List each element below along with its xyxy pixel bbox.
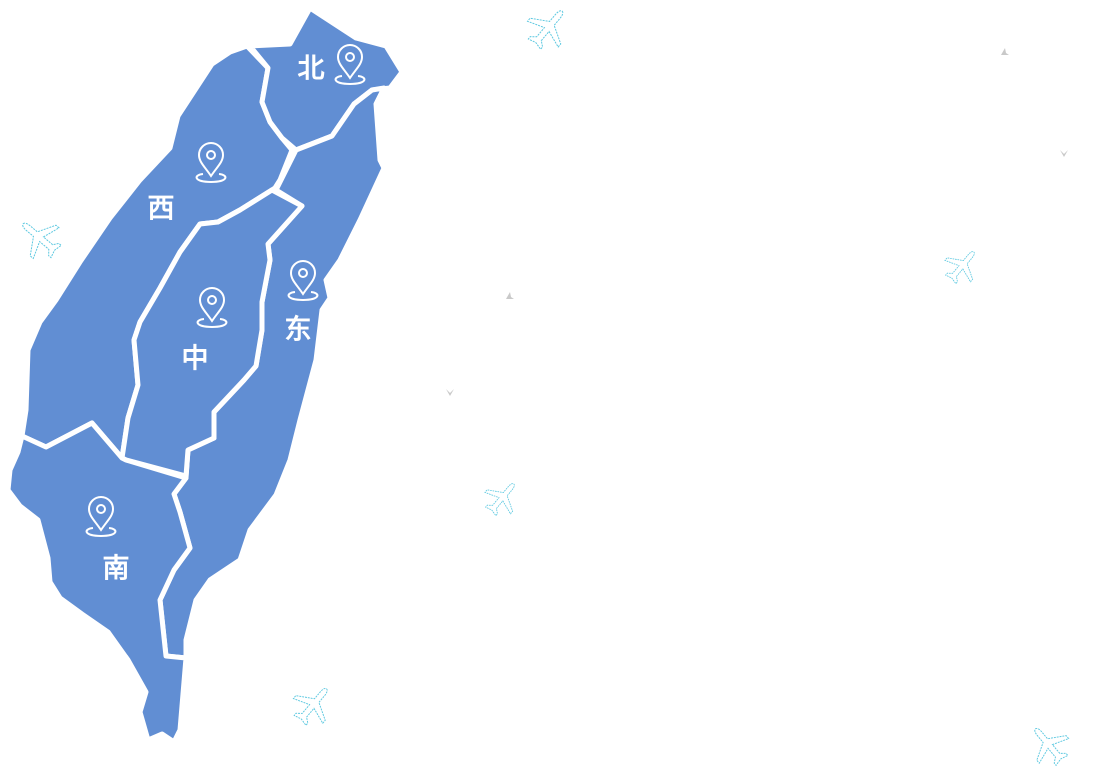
location-pin-icon <box>334 44 366 86</box>
airplane-icon <box>514 0 582 62</box>
region-label-east: 东 <box>285 314 312 346</box>
airplane-icon <box>281 673 346 738</box>
airplane-icon <box>1017 713 1082 778</box>
airplane-icon <box>474 470 530 526</box>
location-pin-icon <box>287 260 319 302</box>
small-bird-icon <box>445 382 455 396</box>
region-marker-north[interactable]: 北 <box>298 44 366 86</box>
airplane-icon <box>934 238 990 294</box>
region-central[interactable] <box>119 187 305 479</box>
location-pin-icon <box>195 142 227 184</box>
region-label-central: 中 <box>182 344 209 375</box>
region-label-west: 西 <box>148 194 175 225</box>
region-marker-south[interactable]: 南 <box>85 496 130 585</box>
small-bird-icon <box>1000 42 1010 55</box>
location-pin-icon <box>196 287 228 329</box>
region-label-north: 北 <box>298 54 325 85</box>
small-bird-icon <box>505 286 515 299</box>
small-bird-icon <box>1059 143 1069 157</box>
region-label-south: 南 <box>103 554 130 585</box>
region-marker-west[interactable]: 西 <box>148 142 227 225</box>
airplane-icon <box>6 204 74 272</box>
region-marker-east[interactable]: 东 <box>285 260 319 346</box>
location-pin-icon <box>85 496 117 538</box>
region-south[interactable] <box>5 420 193 745</box>
region-marker-central[interactable]: 中 <box>182 287 228 375</box>
